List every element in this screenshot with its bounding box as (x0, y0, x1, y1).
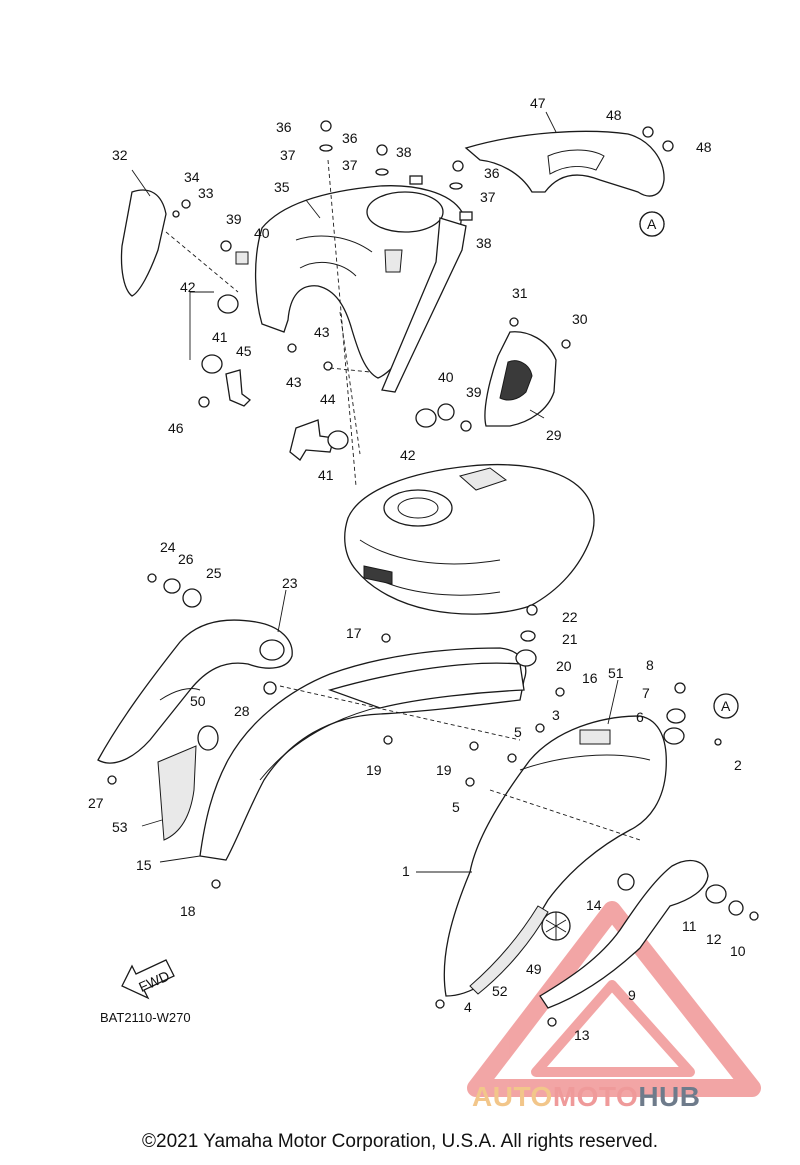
callout-28: 28 (234, 703, 250, 719)
callout-36: 36 (276, 119, 292, 135)
callout-27: 27 (88, 795, 104, 811)
callout-17: 17 (346, 625, 362, 641)
callout-39: 39 (226, 211, 242, 227)
callout-24: 24 (160, 539, 176, 555)
small-fasteners-lower (107, 573, 759, 1027)
sheet-part-53 (157, 745, 197, 841)
fuel-tank (344, 464, 595, 615)
callout-38: 38 (476, 235, 492, 251)
forward-direction-arrow: FWD (121, 959, 175, 1000)
reference-marker-a-lower: A (713, 693, 739, 719)
callout-25: 25 (206, 565, 222, 581)
diagram-code: BAT2110-W270 (100, 1010, 191, 1025)
callout-50: 50 (190, 693, 206, 709)
callout-37: 37 (480, 189, 496, 205)
callout-43: 43 (314, 324, 330, 340)
callout-47: 47 (530, 95, 546, 111)
callout-1: 1 (402, 863, 410, 879)
callout-14: 14 (586, 897, 602, 913)
callout-40: 40 (438, 369, 454, 385)
callout-7: 7 (642, 685, 650, 701)
callout-21: 21 (562, 631, 578, 647)
callout-51: 51 (608, 665, 624, 681)
side-cover-part-32 (120, 189, 167, 297)
callout-41: 41 (212, 329, 228, 345)
callout-12: 12 (706, 931, 722, 947)
bracket-part-44 (289, 419, 335, 461)
callout-46: 46 (168, 420, 184, 436)
side-trim-part-47 (464, 130, 665, 197)
callout-5: 5 (514, 724, 522, 740)
callout-10: 10 (730, 943, 746, 959)
callout-41: 41 (318, 467, 334, 483)
callout-38: 38 (396, 144, 412, 160)
callout-31: 31 (512, 285, 528, 301)
callout-36: 36 (484, 165, 500, 181)
callout-32: 32 (112, 147, 128, 163)
callout-2: 2 (734, 757, 742, 773)
reference-marker-a-upper: A (639, 211, 665, 237)
callout-29: 29 (546, 427, 562, 443)
callout-35: 35 (274, 179, 290, 195)
callout-5: 5 (452, 799, 460, 815)
callout-43: 43 (286, 374, 302, 390)
tank-cover-part-35 (254, 185, 467, 393)
callout-45: 45 (236, 343, 252, 359)
callout-6: 6 (636, 709, 644, 725)
callout-22: 22 (562, 609, 578, 625)
bracket-part-45 (225, 369, 251, 407)
callout-52: 52 (492, 983, 508, 999)
callout-36: 36 (342, 130, 358, 146)
side-cover-part-15 (199, 647, 527, 861)
callout-53: 53 (112, 819, 128, 835)
callout-16: 16 (582, 670, 598, 686)
callout-30: 30 (572, 311, 588, 327)
callout-26: 26 (178, 551, 194, 567)
callout-15: 15 (136, 857, 152, 873)
callout-44: 44 (320, 391, 336, 407)
callout-11: 11 (682, 918, 697, 934)
lower-trim-part-9 (539, 859, 709, 1009)
svg-text:A: A (721, 698, 731, 714)
callout-18: 18 (180, 903, 196, 919)
callout-3: 3 (552, 707, 560, 723)
callout-20: 20 (556, 658, 572, 674)
callout-19: 19 (366, 762, 382, 778)
main-cover-part-1 (443, 715, 667, 997)
callout-39: 39 (466, 384, 482, 400)
callout-23: 23 (282, 575, 298, 591)
watermark-logo-text: AUTOMOTOHUB (472, 1081, 701, 1112)
callout-37: 37 (280, 147, 296, 163)
cap-part-49 (541, 911, 571, 941)
callout-37: 37 (342, 157, 358, 173)
callout-4: 4 (464, 999, 472, 1015)
callout-42: 42 (400, 447, 416, 463)
callout-48: 48 (606, 107, 622, 123)
callout-49: 49 (526, 961, 542, 977)
callout-42: 42 (180, 279, 196, 295)
copyright-notice: ©2021 Yamaha Motor Corporation, U.S.A. A… (142, 1131, 658, 1152)
callout-8: 8 (646, 657, 654, 673)
cover-plate-part-50 (197, 725, 219, 751)
callout-labels: 36 37 36 37 38 36 37 38 47 48 48 32 34 3… (88, 95, 746, 1043)
side-panel-part-23 (97, 619, 293, 764)
callout-34: 34 (184, 169, 200, 185)
leader-lines (131, 111, 641, 873)
callout-40: 40 (254, 225, 270, 241)
callout-13: 13 (574, 1027, 590, 1043)
callout-19: 19 (436, 762, 452, 778)
callout-9: 9 (628, 987, 636, 1003)
callout-33: 33 (198, 185, 214, 201)
svg-text:A: A (647, 216, 657, 232)
air-duct-part-29 (484, 331, 557, 427)
callout-48: 48 (696, 139, 712, 155)
